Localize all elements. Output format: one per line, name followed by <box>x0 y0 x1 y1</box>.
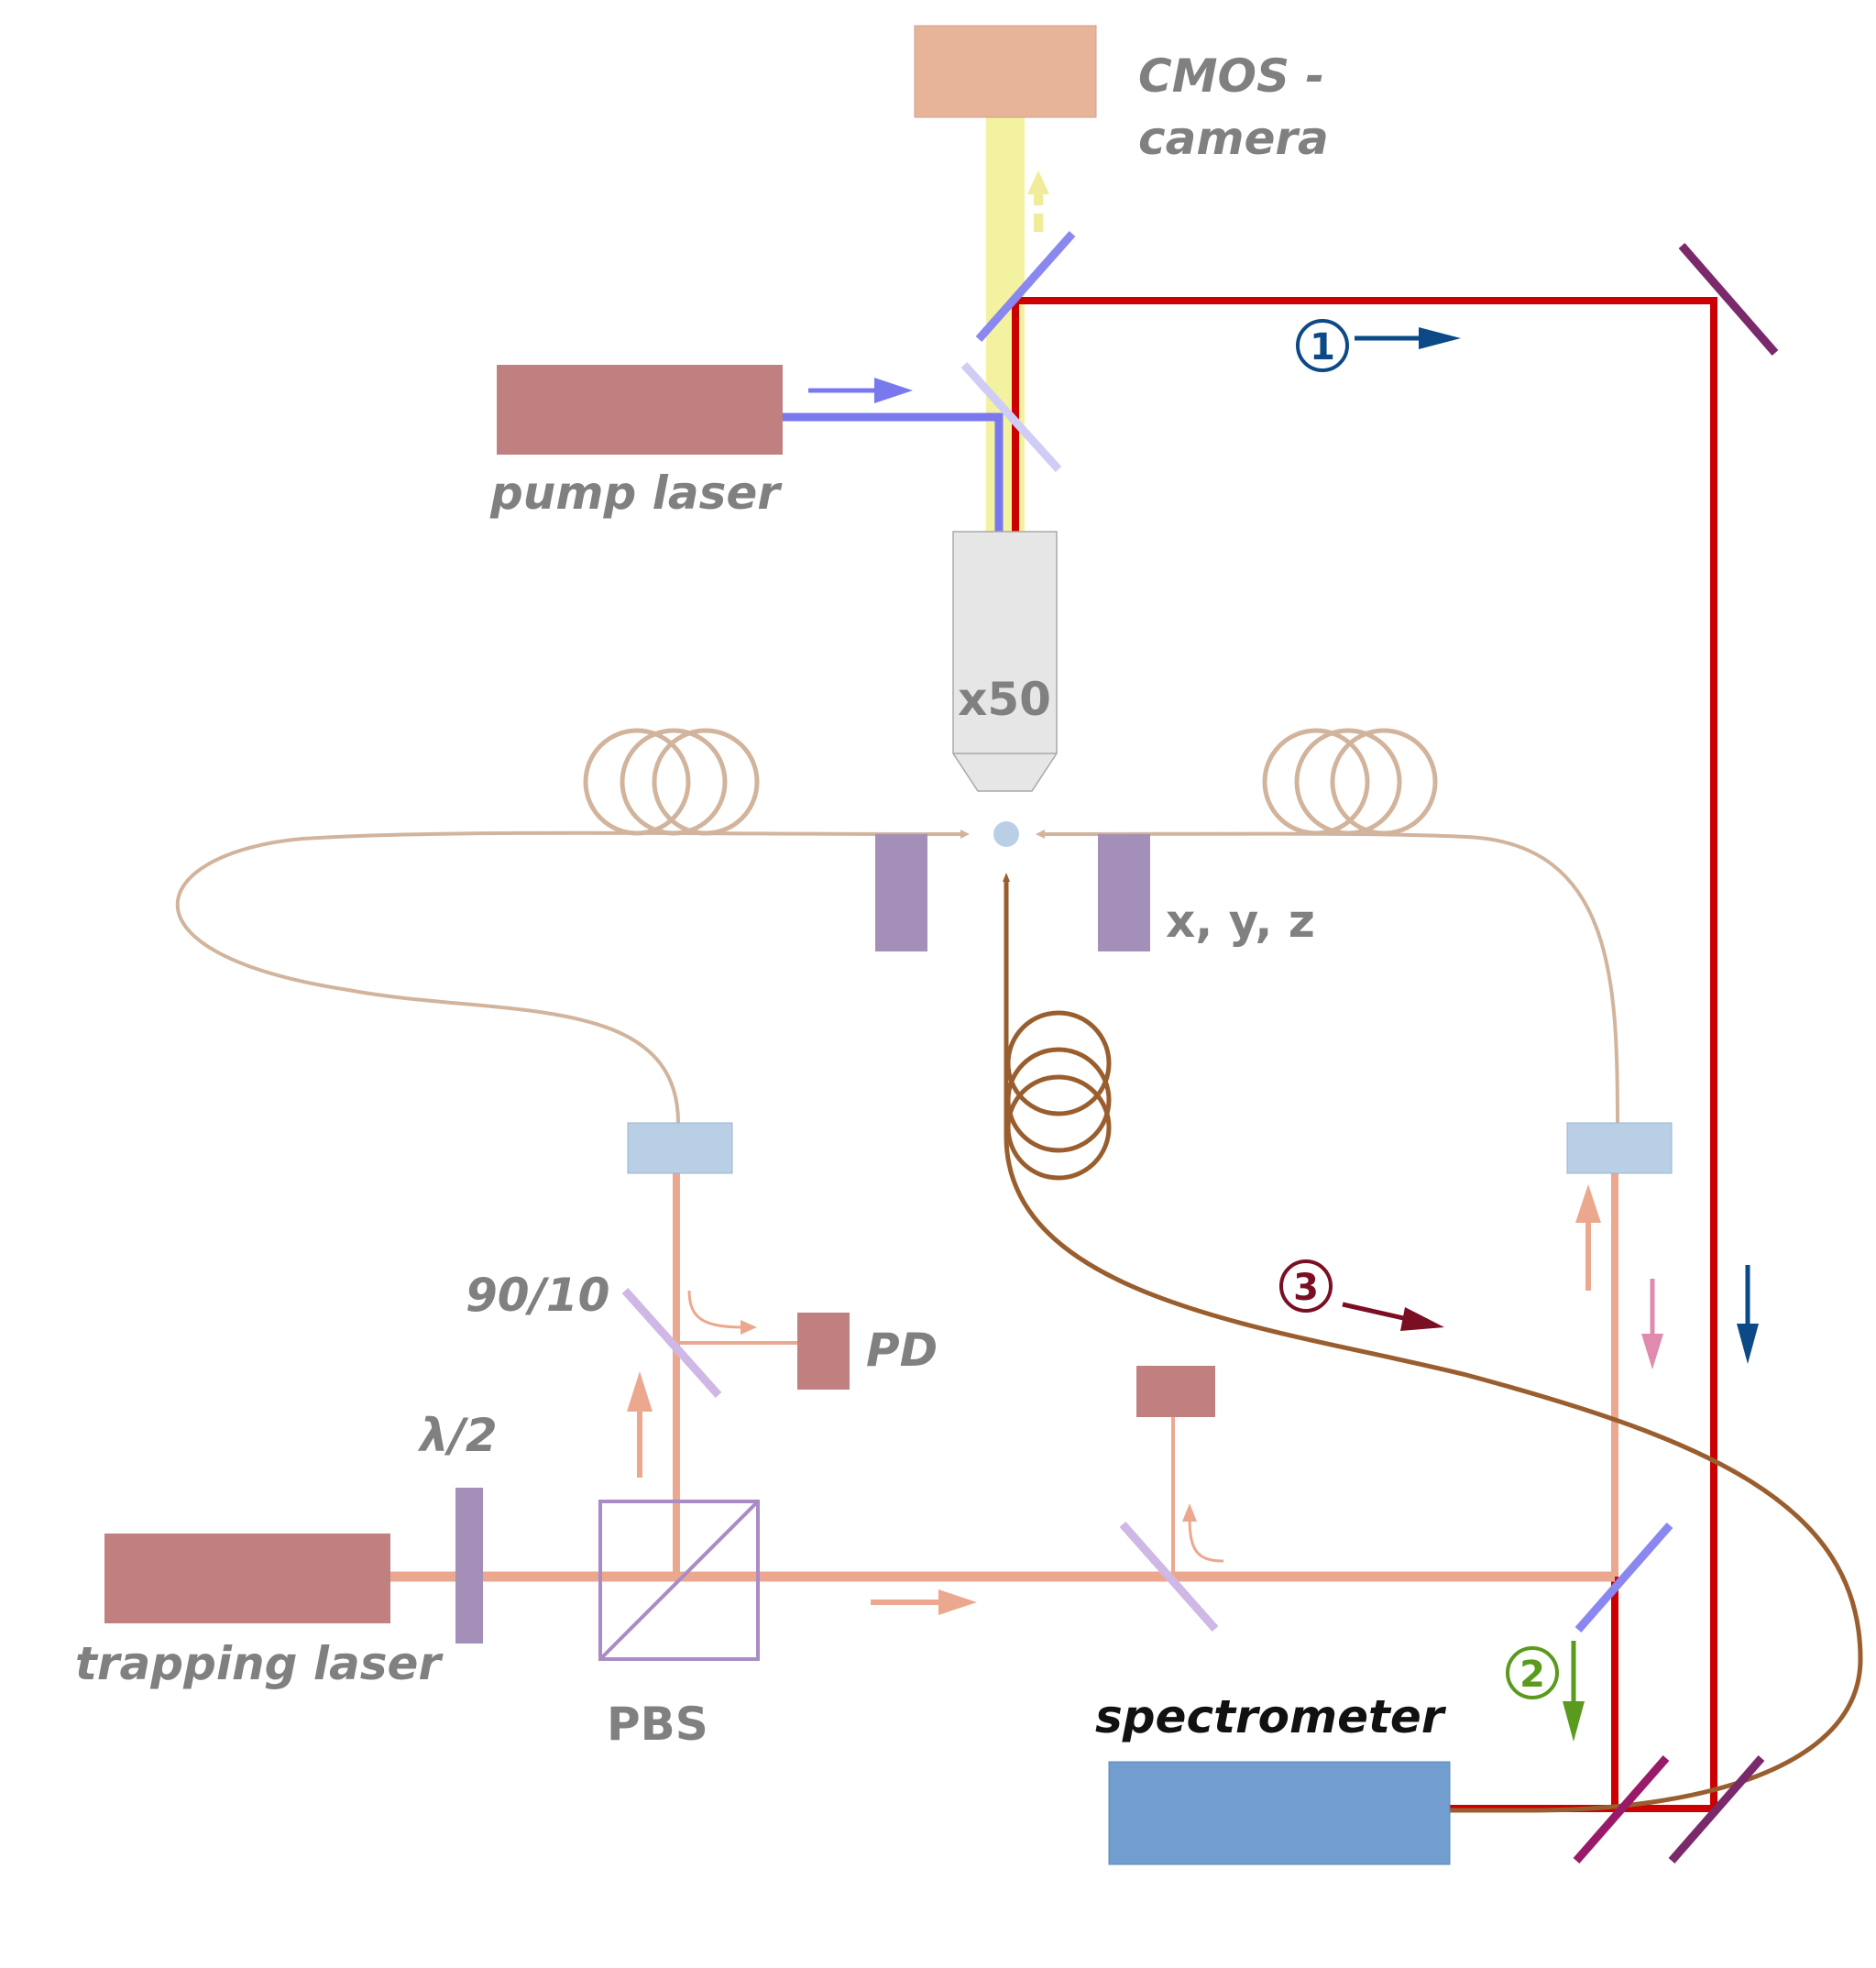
left-fiber-tip <box>960 830 970 839</box>
beamsplitter-middle <box>1119 1522 1219 1632</box>
fiber-coupler-right <box>1566 1122 1673 1174</box>
collection-fiber <box>1004 882 1863 1813</box>
fiber-coupler-left <box>627 1122 733 1174</box>
half-wave-plate-label: λ/2 <box>417 1409 498 1462</box>
trapping-laser-label: trapping laser <box>75 1637 444 1690</box>
flip-mirror-bottom-left <box>1573 1755 1670 1864</box>
left-fiber-coil <box>583 728 760 836</box>
trapping-arrow-up-left <box>627 1371 653 1478</box>
svg-text:2: 2 <box>1519 1654 1545 1696</box>
imaging-arrow-up <box>1027 170 1049 232</box>
objective-x50 <box>952 531 1058 792</box>
spectrometer-label: spectrometer <box>1095 1690 1447 1743</box>
half-wave-plate <box>455 1488 483 1644</box>
trapping-arrow-right <box>871 1589 977 1615</box>
cmos-camera <box>914 25 1097 118</box>
right-fiber-coil <box>1262 728 1438 836</box>
beamsplitter-90-10 <box>621 1287 722 1399</box>
objective-label: x50 <box>958 673 1051 726</box>
pump-beam <box>777 412 1004 532</box>
photodiode-label: PD <box>866 1324 938 1377</box>
stage-label: x, y, z <box>1166 895 1315 948</box>
dichroic-mirror-upper <box>975 231 1076 342</box>
path-2-marker: 2 <box>1506 1646 1559 1699</box>
trapping-laser <box>104 1534 390 1623</box>
svg-text:1: 1 <box>1310 326 1335 368</box>
left-fiber <box>175 830 963 1124</box>
camera-label-line2: camera <box>1138 112 1329 165</box>
svg-text:3: 3 <box>1293 1267 1319 1309</box>
spectrometer <box>1108 1761 1451 1865</box>
right-fiber <box>1042 831 1619 1124</box>
path-2-arrow <box>1563 1641 1585 1742</box>
splitter-ratio-label: 90/10 <box>466 1269 609 1322</box>
stage-block-right <box>1098 834 1150 951</box>
mirror-top-right <box>1678 243 1779 356</box>
collection-beam <box>1012 297 1717 1812</box>
pd2-curved-arrow <box>1182 1503 1224 1563</box>
pbs-label: PBS <box>607 1698 708 1751</box>
trapped-particle <box>993 821 1019 847</box>
path-3-arrow <box>1342 1302 1444 1331</box>
trapping-arrow-up-right <box>1575 1184 1601 1291</box>
stage-block-left <box>875 834 927 951</box>
path-3-marker: 3 <box>1279 1259 1333 1313</box>
collection-fiber-coil <box>1005 1010 1112 1181</box>
reflection-arrow-down-right <box>1641 1279 1663 1369</box>
pbs-cube <box>598 1500 760 1661</box>
photodiode <box>797 1313 850 1390</box>
right-fiber-tip <box>1036 830 1045 839</box>
path-1-down-arrow <box>1737 1265 1759 1364</box>
pump-laser-label: pump laser <box>489 467 783 520</box>
photodiode-2 <box>1136 1366 1215 1417</box>
pd-curved-arrow <box>687 1290 757 1335</box>
pump-laser <box>497 365 783 455</box>
collection-fiber-tip <box>1003 873 1010 882</box>
mirror-bottom-right <box>1668 1755 1765 1864</box>
dichroic-mirror-right <box>1574 1523 1673 1633</box>
pump-direction-arrow <box>808 378 913 403</box>
path-1-marker: 1 <box>1296 319 1349 372</box>
camera-label-line1: CMOS - <box>1138 49 1324 103</box>
dichroic-mirror-lower <box>960 361 1062 473</box>
path-1-arrow <box>1355 327 1461 349</box>
